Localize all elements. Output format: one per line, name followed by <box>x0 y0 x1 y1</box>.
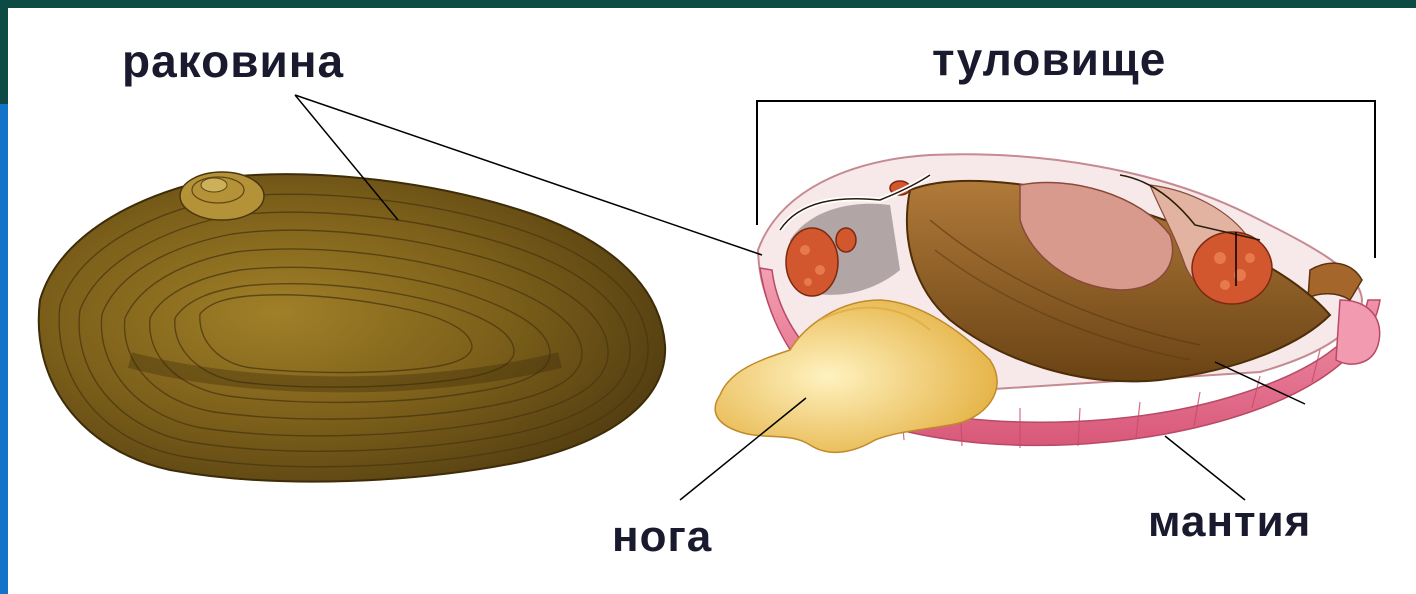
shell-drawing <box>39 172 665 482</box>
open-mollusc-drawing <box>715 154 1380 452</box>
body-label: туловище <box>932 32 1166 86</box>
mantle-label: мантия <box>1148 497 1311 547</box>
foot-label: нога <box>612 512 712 562</box>
mantle-leader-line <box>1165 436 1245 500</box>
shell-label: раковина <box>122 34 344 88</box>
